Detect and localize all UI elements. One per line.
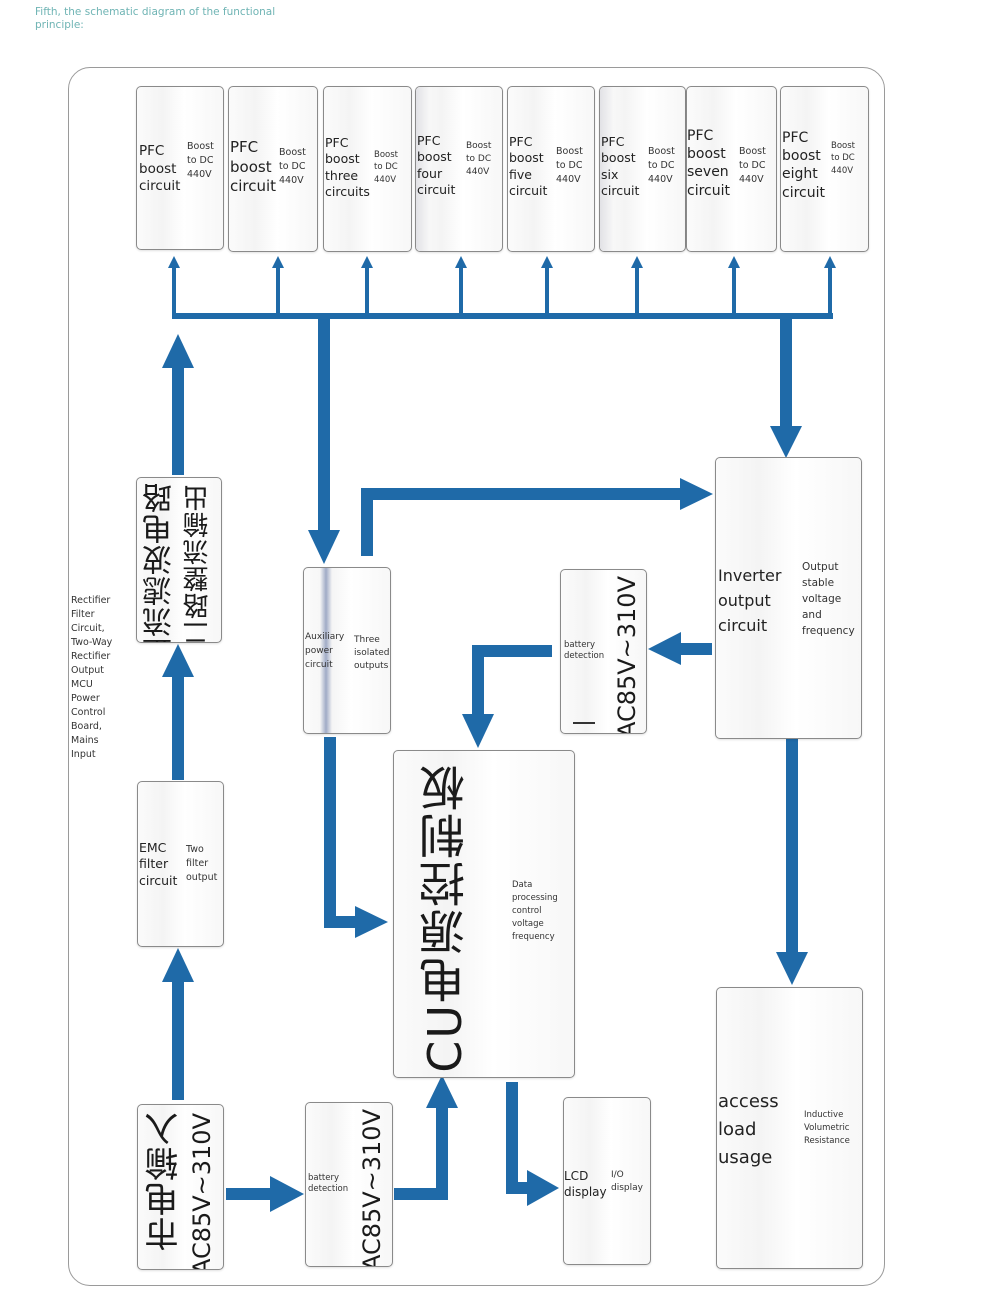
pfc-box-note: Boost to DC 440V (739, 146, 766, 185)
pfc-box-1: PFC boost circuit Boost to DC 440V (136, 86, 224, 250)
pfc-box-title: PFC boost eight circuit (782, 130, 825, 201)
mcu-control-board-box: MCU电源控制板 Data processing control voltage… (393, 750, 575, 1078)
inverter-note: Output stable voltage and frequency (802, 561, 855, 637)
rectifier-box: 整流滤波电路 二路整流输出 (136, 477, 222, 643)
pfc-box-8: PFC boost eight circuit Boost to DC 440V (780, 86, 869, 252)
pfc-box-title: PFC boost circuit (230, 138, 277, 195)
load-usage-box: access load usage Inductive Volumetric R… (716, 987, 863, 1269)
load-note: Inductive Volumetric Resistance (804, 1110, 850, 1146)
pfc-box-note: Boost to DC 440V (279, 147, 306, 186)
pfc-box-title: PFC boost three circuits (325, 135, 370, 199)
pfc-box-note: Boost to DC 440V (648, 146, 675, 185)
mains-title: 市电输入 (145, 1111, 185, 1251)
aux-note: Three isolated outputs (354, 635, 390, 671)
load-title: access load usage (718, 1091, 779, 1168)
battery-note: battery detection (308, 1173, 349, 1194)
pfc-box-title: PFC boost six circuit (601, 134, 640, 198)
pfc-box-4: PFC boost four circuit Boost to DC 440V (415, 86, 503, 252)
pfc-box-note: Boost to DC 440V (374, 150, 398, 185)
inverter-title: Inverter output circuit (718, 566, 782, 635)
box-shading (600, 87, 614, 251)
battery-voltage-range: AC85V~310V (358, 1109, 386, 1267)
mains-input-box: 市电输入 AC85V~310V (137, 1104, 224, 1270)
battery-level-mark (573, 722, 595, 724)
lcd-note: I/O display (611, 1170, 643, 1193)
lcd-title: LCD display (564, 1169, 607, 1199)
aux-title: Auxiliary power circuit (305, 632, 345, 670)
pfc-box-title: PFC boost five circuit (509, 134, 548, 198)
pfc-box-title: PFC boost seven circuit (687, 128, 730, 199)
inverter-output-box: Inverter output circuit Output stable vo… (715, 457, 862, 739)
pfc-box-note: Boost to DC 440V (466, 141, 492, 178)
battery-voltage-range: AC85V~310V (613, 576, 641, 734)
emc-title: EMC filter circuit (139, 840, 178, 888)
side-note: Rectifier Filter Circuit, Two-Way Rectif… (71, 595, 113, 760)
pfc-box-6: PFC boost six circuit Boost to DC 440V (599, 86, 686, 252)
pfc-box-7: PFC boost seven circuit Boost to DC 440V (686, 86, 777, 252)
box-shading (416, 87, 430, 251)
emc-note: Two filter output (186, 844, 218, 883)
pfc-box-3: PFC boost three circuits Boost to DC 440… (323, 86, 412, 252)
lcd-display-box: LCD display I/O display (563, 1097, 651, 1265)
pfc-box-note: Boost to DC 440V (556, 146, 583, 185)
emc-filter-box: EMC filter circuit Two filter output (137, 781, 224, 947)
auxiliary-power-box: Auxiliary power circuit Three isolated o… (303, 567, 391, 734)
pfc-box-note: Boost to DC 440V (187, 141, 214, 180)
rectifier-subtitle: 二路整流输出 (183, 484, 213, 643)
pfc-box-title: PFC boost circuit (139, 143, 181, 195)
rectifier-title: 整流滤波电路 (143, 482, 178, 643)
battery-detection-box-bottom: battery detection AC85V~310V (305, 1102, 393, 1267)
mcu-note: Data processing control voltage frequenc… (512, 880, 558, 942)
mcu-title: MCU电源控制板 (418, 763, 472, 1078)
box-shading (320, 568, 332, 733)
mains-voltage-range: AC85V~310V (188, 1113, 216, 1270)
pfc-box-5: PFC boost five circuit Boost to DC 440V (507, 86, 595, 252)
battery-detection-box-middle: battery detection AC85V~310V (560, 569, 647, 734)
battery-note: battery detection (564, 640, 605, 661)
pfc-box-title: PFC boost four circuit (417, 133, 456, 197)
pfc-box-2: PFC boost circuit Boost to DC 440V (228, 86, 318, 252)
diagram-caption: Fifth, the schematic diagram of the func… (35, 6, 276, 31)
pfc-box-note: Boost to DC 440V (831, 141, 855, 176)
